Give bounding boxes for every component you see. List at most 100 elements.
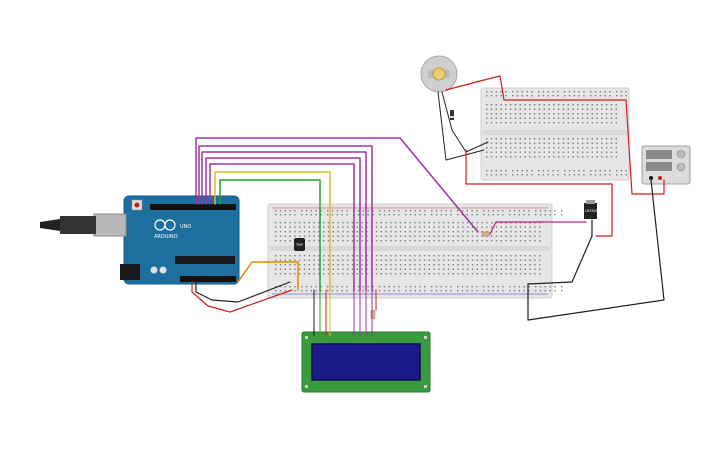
breadboard-hole [495, 226, 498, 228]
breadboard-hole [337, 235, 339, 237]
breadboard-hole [337, 222, 339, 224]
breadboard-hole [399, 231, 402, 233]
breadboard-hole [385, 264, 387, 266]
breadboard-hole [505, 91, 507, 93]
breadboard-hole [534, 240, 536, 242]
breadboard-hole [529, 113, 531, 115]
breadboard-hole [505, 104, 507, 106]
lcd-16x2-display[interactable] [301, 331, 431, 393]
breadboard-hole [457, 210, 459, 212]
breadboard-hole [323, 268, 325, 270]
breadboard-hole [347, 240, 349, 242]
breadboard-hole [289, 273, 291, 275]
voltage-knob[interactable] [676, 149, 686, 159]
arduino-uno-board[interactable]: UNO ARDUINO [40, 195, 240, 285]
breadboard-hole [529, 108, 531, 110]
breadboard-hole [424, 290, 426, 292]
breadboard-hole [529, 255, 531, 257]
breadboard-hole [284, 214, 286, 216]
breadboard-hole [491, 259, 493, 261]
breadboard-hole [313, 240, 315, 242]
breadboard-hole [395, 235, 397, 237]
current-knob[interactable] [676, 162, 686, 172]
breadboard-hole [573, 91, 575, 93]
breadboard-hole [516, 91, 519, 93]
breadboard-hole [529, 151, 531, 153]
breadboard-hole [409, 264, 411, 266]
resistor-1[interactable] [481, 231, 491, 237]
breadboard-hole [275, 210, 277, 212]
usb-connector [93, 213, 127, 237]
breadboard-hole [308, 268, 310, 270]
breadboard-hole [362, 290, 364, 292]
breadboard-hole [547, 91, 549, 93]
breadboard-hole [620, 95, 623, 97]
breadboard-hole [409, 286, 412, 288]
breadboard-hole [438, 240, 440, 242]
breadboard-hole [305, 214, 308, 216]
breadboard-hole [534, 156, 536, 158]
breadboard-hole [548, 138, 550, 140]
breadboard-hole [487, 210, 490, 212]
breadboard-hole [486, 147, 488, 149]
breadboard-hole [423, 235, 426, 237]
breadboard-hole [318, 231, 320, 233]
breadboard-hole [327, 286, 329, 288]
breadboard-hole [341, 214, 343, 216]
breadboard-hole [303, 259, 306, 261]
breadboard-hole [519, 156, 521, 158]
dc-motor[interactable] [420, 55, 458, 93]
breadboard-hole [393, 290, 395, 292]
breadboard-hole [327, 240, 330, 242]
breadboard-hole [457, 273, 459, 275]
breadboard-hole [457, 290, 459, 292]
breadboard-hole [347, 222, 349, 224]
breadboard-hole [529, 226, 531, 228]
breadboard-hole [275, 214, 277, 216]
breadboard-hole [577, 142, 579, 144]
breadboard-hole [495, 147, 497, 149]
breadboard-hole [500, 259, 502, 261]
breadboard-hole [519, 108, 521, 110]
breadboard-hole [567, 142, 569, 144]
breadboard-hole [590, 91, 592, 93]
breadboard-hole [557, 95, 559, 97]
breadboard-hole [336, 210, 338, 212]
breadboard-hole [553, 117, 555, 119]
breadboard-hole [492, 214, 494, 216]
main-breadboard[interactable] [267, 203, 563, 299]
breadboard-hole [347, 235, 349, 237]
power-supply[interactable] [641, 145, 691, 185]
breadboard-hole [303, 226, 306, 228]
breadboard-hole [610, 138, 613, 140]
breadboard-hole [423, 231, 426, 233]
breadboard-hole [591, 113, 593, 115]
breadboard-hole [447, 231, 450, 233]
breadboard-hole [284, 231, 286, 233]
breadboard-hole [351, 255, 354, 257]
wires [191, 75, 665, 337]
breadboard-hole [315, 210, 317, 212]
breadboard-hole [361, 240, 363, 242]
breadboard-hole [577, 122, 579, 124]
voltage-regulator[interactable]: LM7805 [584, 200, 598, 219]
breadboard-hole [471, 259, 474, 261]
secondary-breadboard[interactable] [480, 87, 630, 181]
temperature-sensor[interactable]: TMP [294, 238, 305, 251]
breadboard-hole [351, 235, 354, 237]
breadboard-hole [390, 273, 392, 275]
breadboard-hole [301, 286, 303, 288]
breadboard-hole [552, 170, 554, 172]
breadboard-hole [495, 151, 497, 153]
breadboard-hole [476, 214, 478, 216]
breadboard-hole [526, 170, 528, 172]
positive-terminal[interactable] [658, 176, 662, 180]
breadboard-hole [347, 255, 349, 257]
breadboard-hole [524, 151, 526, 153]
diode[interactable] [450, 110, 454, 120]
breadboard-hole [512, 174, 514, 176]
breadboard-hole [366, 268, 368, 270]
negative-terminal[interactable] [649, 176, 653, 180]
breadboard-hole [538, 138, 541, 140]
breadboard-hole [346, 290, 348, 292]
